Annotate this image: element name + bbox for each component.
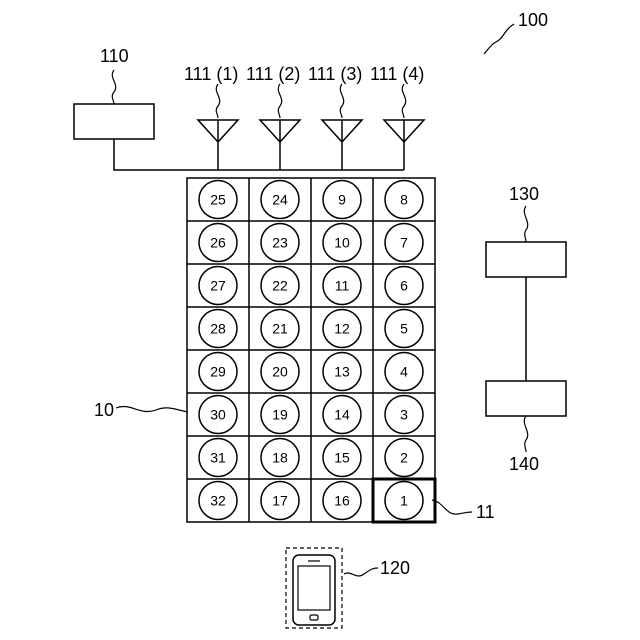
box-upper [486,242,566,277]
controller-label: 110 [100,46,129,66]
slot-number: 13 [334,364,350,380]
antenna-3: 111 (3) [308,64,362,170]
slot-number: 4 [400,364,408,380]
slot-number: 3 [400,407,408,423]
box-lower [486,381,566,416]
box-lower-leader [524,416,527,452]
slot-number: 17 [272,493,288,509]
controller-leader [112,70,116,104]
slot-number: 26 [210,235,226,251]
controller-box [74,104,154,139]
slot-number: 7 [400,235,408,251]
slot-number: 23 [272,235,288,251]
antenna-2-label: 111 (2) [246,64,300,84]
slot-number: 12 [334,321,350,337]
terminal-device [286,548,342,628]
antenna-2-leader [278,84,282,118]
phone-home-button-icon [310,615,318,620]
slot-number: 9 [338,192,346,208]
box-lower-label: 140 [509,454,539,474]
slot-number: 2 [400,450,408,466]
slot-number: 30 [210,407,226,423]
slot-number: 29 [210,364,226,380]
slot-number: 21 [272,321,288,337]
slot-number: 31 [210,450,226,466]
phone-screen-icon [298,566,330,610]
slot-number: 14 [334,407,350,423]
cell-leader [432,500,472,514]
slot-number: 20 [272,364,288,380]
slot-number: 25 [210,192,226,208]
box-upper-leader [524,206,527,242]
antenna-1: 111 (1) [184,64,238,170]
antenna-4-leader [402,84,406,118]
slot-number: 22 [272,278,288,294]
terminal-label: 120 [380,558,410,578]
system-label: 100 [518,10,548,30]
antenna-3-label: 111 (3) [308,64,362,84]
slot-number: 15 [334,450,350,466]
antenna-group: 111 (1) 111 (2) 111 (3) 111 (4) [114,64,424,170]
antenna-1-leader [216,84,220,118]
antenna-bus-line [114,139,404,170]
antenna-2: 111 (2) [246,64,300,170]
slot-number: 19 [272,407,288,423]
slot-number: 27 [210,278,226,294]
slot-number: 10 [334,235,350,251]
cell-label: 11 [476,502,495,522]
slot-number: 24 [272,192,288,208]
slot-number: 1 [400,493,408,509]
terminal-leader [344,568,378,576]
antenna-4: 111 (4) [370,64,424,170]
slot-number: 32 [210,493,226,509]
slot-grid: 2524982623107272211628211252920134301914… [187,178,435,522]
slot-number: 5 [400,321,408,337]
system-leader [484,24,514,54]
antenna-1-label: 111 (1) [184,64,238,84]
slot-number: 8 [400,192,408,208]
box-upper-label: 130 [509,184,539,204]
antenna-4-label: 111 (4) [370,64,424,84]
slot-number: 11 [335,278,350,294]
slot-number: 16 [334,493,350,509]
slot-number: 18 [272,450,288,466]
slot-number: 6 [400,278,408,294]
grid-leader [116,406,188,412]
antenna-3-leader [340,84,344,118]
slot-number: 28 [210,321,226,337]
grid-label: 10 [94,400,114,420]
terminal-dashed-frame [286,548,342,628]
